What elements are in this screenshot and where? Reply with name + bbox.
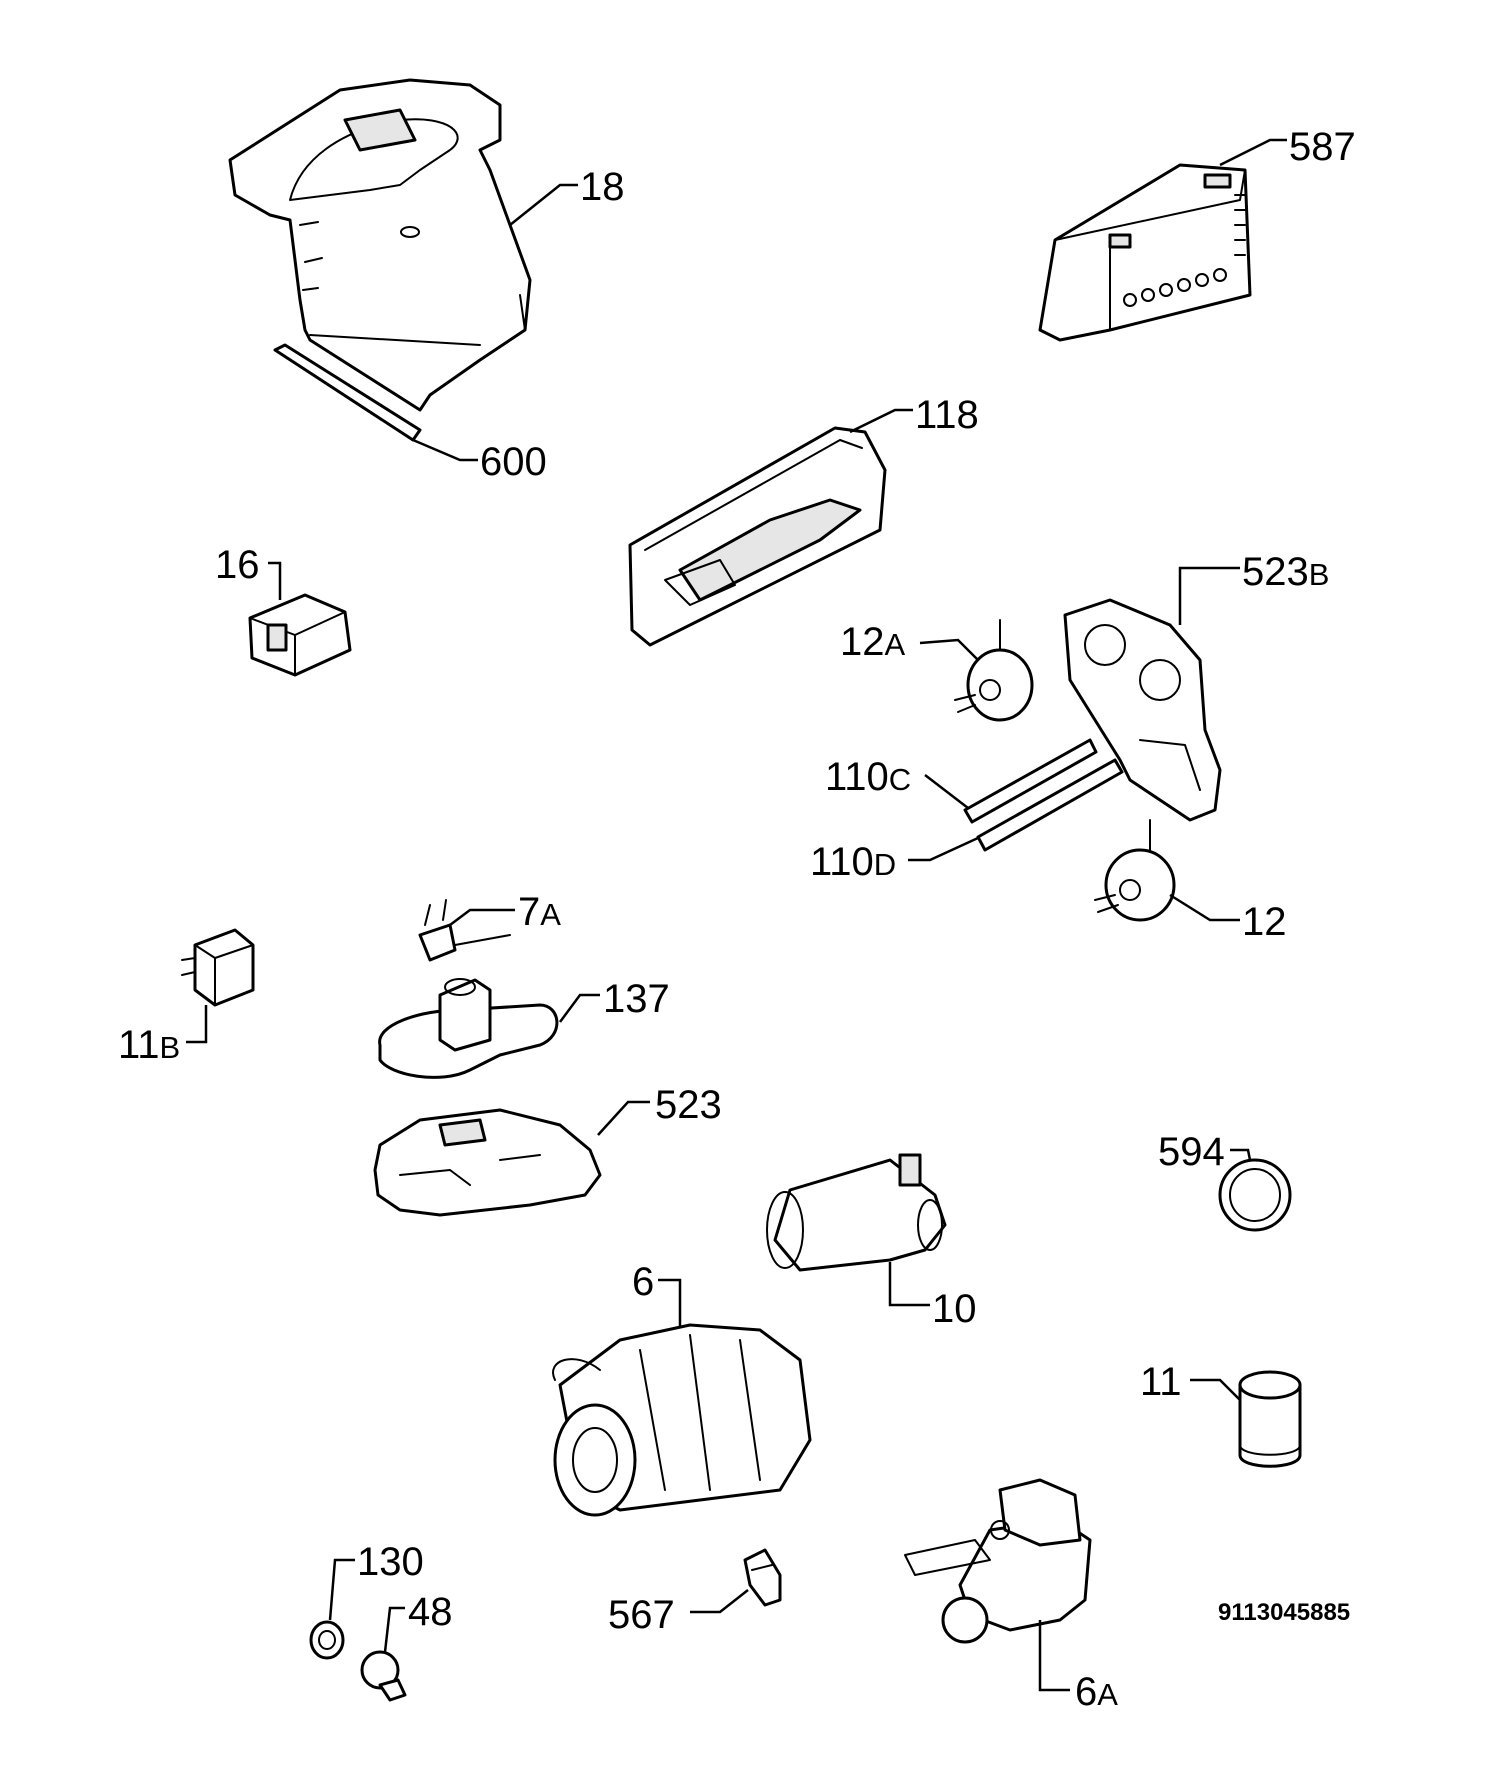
leader-110d [908,836,979,862]
leader-110c [924,774,969,809]
part-523-door-lock [373,1108,602,1217]
label-18: 18 [580,165,625,209]
part-12a-pressure-switch [954,619,1034,722]
leader-130 [328,1558,355,1621]
label-118: 118 [915,393,979,437]
part-16-switch [248,593,352,677]
label-130: 130 [357,1540,424,1584]
label-7a: 7A [518,890,561,934]
leader-10 [888,1262,930,1307]
label-110d: 110D [810,840,896,884]
part-7a-clip [418,899,511,962]
label-6: 6 [632,1260,654,1304]
leader-16 [268,561,282,600]
part-11b-relay [181,928,255,1007]
part-48-plug [360,1650,407,1702]
label-567: 567 [608,1593,675,1637]
leader-48 [383,1606,405,1653]
leader-12a [919,638,979,661]
label-137: 137 [603,977,670,1021]
label-11: 11 [1140,1360,1182,1404]
part-118-panel [628,426,887,647]
label-6a: 6A [1075,1670,1118,1714]
leader-587 [1219,138,1287,167]
control-buttons [1123,268,1227,307]
leader-594 [1230,1148,1252,1161]
part-6-pump-motor [552,1323,812,1517]
leader-523b [1178,566,1240,625]
part-567-clip [743,1548,782,1607]
part-110d-hose [976,758,1124,852]
part-11-capacitor [1238,1370,1302,1468]
label-10: 10 [932,1287,977,1331]
label-16: 16 [215,543,260,587]
part-110c-hose [963,738,1098,824]
label-594: 594 [1158,1130,1225,1174]
part-600-strip [273,343,422,442]
leader-523 [597,1100,650,1136]
part-587-control-module [1038,163,1252,342]
leader-18 [509,183,578,226]
leader-12 [1169,893,1240,922]
part-6a-drain-pump [904,1478,1092,1644]
label-110c: 110C [825,755,911,799]
leader-137 [558,993,600,1023]
leader-lines [186,138,1287,1692]
part-12-pressure-switch [1094,819,1176,922]
leader-6a [1038,1620,1070,1692]
part-130-washer [309,1620,345,1660]
label-12: 12 [1242,900,1287,944]
label-12a: 12A [840,620,906,664]
label-11b: 11B [118,1023,180,1067]
label-523b: 523B [1242,550,1329,594]
leader-118 [849,408,913,434]
part-10-heater [766,1153,947,1272]
leader-11 [1190,1378,1241,1401]
part-labels: 18 600 587 118 16 523B 12A 110C 110D 12 … [118,125,1356,1714]
leader-7a [449,908,515,926]
leader-6 [658,1278,682,1328]
part-594-ring [1218,1158,1292,1232]
leader-11b [186,1005,208,1044]
leader-567 [690,1589,749,1614]
label-600: 600 [480,440,547,484]
diagram-code: 9113045885 [1218,1599,1350,1626]
label-587: 587 [1289,125,1356,169]
part-18-duct-housing [228,78,532,412]
label-523: 523 [655,1083,722,1127]
part-523b-bracket [1063,598,1222,822]
leader-600 [412,438,478,462]
label-48: 48 [408,1590,453,1634]
part-137-cover [378,978,559,1079]
